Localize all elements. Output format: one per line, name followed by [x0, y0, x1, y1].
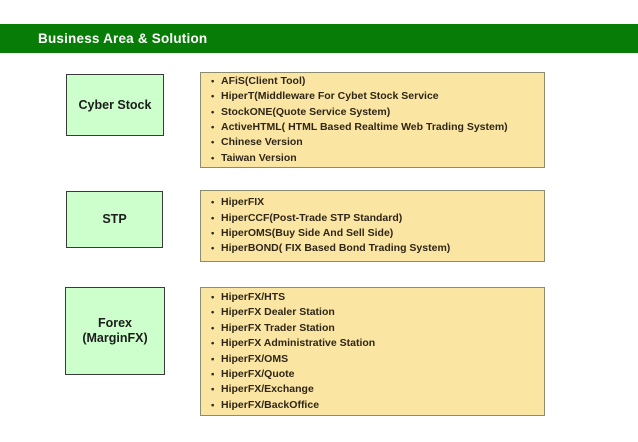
list-item-label: HiperFX Dealer Station [221, 306, 335, 319]
list-item: • Taiwan Version [211, 151, 534, 166]
solutions-box-stp: • HiperFIX • HiperCCF(Post-Trade STP Stand… [200, 190, 545, 262]
list-item: ▪ HiperFX/BackOffice [211, 398, 534, 413]
bullet-icon: • [211, 307, 215, 319]
list-item: • HiperOMS(Buy Side And Sell Side) [211, 226, 534, 241]
bullet-icon: ▪ [211, 384, 215, 396]
bullet-icon: • [211, 152, 215, 164]
bullet-icon: ▪ [211, 399, 215, 411]
bullet-icon: • [211, 291, 215, 303]
list-item-label: HiperFX Trader Station [221, 321, 335, 334]
bullet-icon: • [211, 137, 215, 149]
category-box-cyber-stock: Cyber Stock [66, 74, 164, 136]
solutions-box-forex: • HiperFX/HTS • HiperFX Dealer Station • Hi… [200, 287, 545, 416]
bullet-icon: • [211, 122, 215, 133]
list-item: • HiperFX/HTS [211, 290, 534, 305]
list-item-label: HiperFX/Exchange [221, 383, 314, 396]
list-item-label: StockONE(Quote Service System) [221, 105, 391, 118]
bullet-icon: ▪ [211, 368, 215, 380]
list-item-label: ActiveHTML( HTML Based Realtime Web Trad… [221, 121, 508, 133]
list-item-label: HiperFX/Quote [221, 367, 295, 380]
list-item: • HiperFX Trader Station [211, 321, 534, 336]
category-box-stp: STP [66, 191, 163, 248]
bullet-icon: • [211, 197, 215, 209]
list-item: • HiperFX Administrative Station [211, 336, 534, 351]
bullet-icon: • [211, 75, 215, 87]
page-title: Business Area & Solution [38, 31, 208, 46]
list-item: • HiperT(Middleware For Cybet Stock Servi… [211, 89, 534, 104]
bullet-icon: • [211, 322, 215, 334]
list-item-label: Taiwan Version [221, 151, 297, 164]
bullet-icon: • [211, 338, 215, 350]
list-item: ▪ HiperFX/Exchange [211, 382, 534, 397]
bullet-icon: • [211, 228, 215, 239]
list-item: • HiperBOND( FIX Based Bond Trading Syste… [211, 241, 534, 256]
bullet-icon: • [211, 91, 215, 103]
list-item: • HiperFX Dealer Station [211, 305, 534, 320]
category-label: Forex [97, 316, 133, 330]
category-label-line2: (MarginFX) [82, 331, 148, 345]
list-item: • HiperCCF(Post-Trade STP Standard) [211, 211, 534, 226]
category-box-forex: Forex (MarginFX) [65, 287, 165, 375]
list-item: • AFiS(Client Tool) [211, 74, 534, 89]
list-item-label: HiperFX/OMS [221, 352, 289, 365]
list-item-label: HiperBOND( FIX Based Bond Trading System… [221, 242, 451, 255]
list-item-label: HiperFX/HTS [221, 290, 286, 303]
bullet-icon: • [211, 106, 215, 118]
list-item: • Chinese Version [211, 135, 534, 150]
bullet-icon: • [211, 212, 215, 224]
list-item-label: HiperT(Middleware For Cybet Stock Servic… [221, 90, 439, 103]
list-item: • HiperFIX [211, 195, 534, 210]
list-item-label: HiperFX Administrative Station [221, 337, 376, 350]
list-item-label: HiperCCF(Post-Trade STP Standard) [221, 211, 403, 224]
list-item-label: HiperFIX [221, 196, 265, 209]
bullet-icon: • [211, 243, 215, 255]
bullet-icon: ▪ [211, 353, 215, 365]
solutions-box-cyber-stock: • AFiS(Client Tool) • HiperT(Middleware Fo… [200, 72, 545, 168]
list-item-label: HiperFX/BackOffice [221, 398, 320, 411]
title-bar: Business Area & Solution [0, 24, 638, 53]
list-item: ▪ HiperFX/Quote [211, 367, 534, 382]
category-label: Cyber Stock [78, 97, 152, 112]
category-label: STP [102, 212, 127, 226]
list-item: ▪ HiperFX/OMS [211, 352, 534, 367]
list-item-label: Chinese Version [221, 136, 303, 149]
list-item: • StockONE(Quote Service System) [211, 105, 534, 120]
list-item: • ActiveHTML( HTML Based Realtime Web Tra… [211, 120, 534, 135]
list-item-label: HiperOMS(Buy Side And Sell Side) [221, 227, 394, 239]
list-item-label: AFiS(Client Tool) [221, 74, 306, 87]
